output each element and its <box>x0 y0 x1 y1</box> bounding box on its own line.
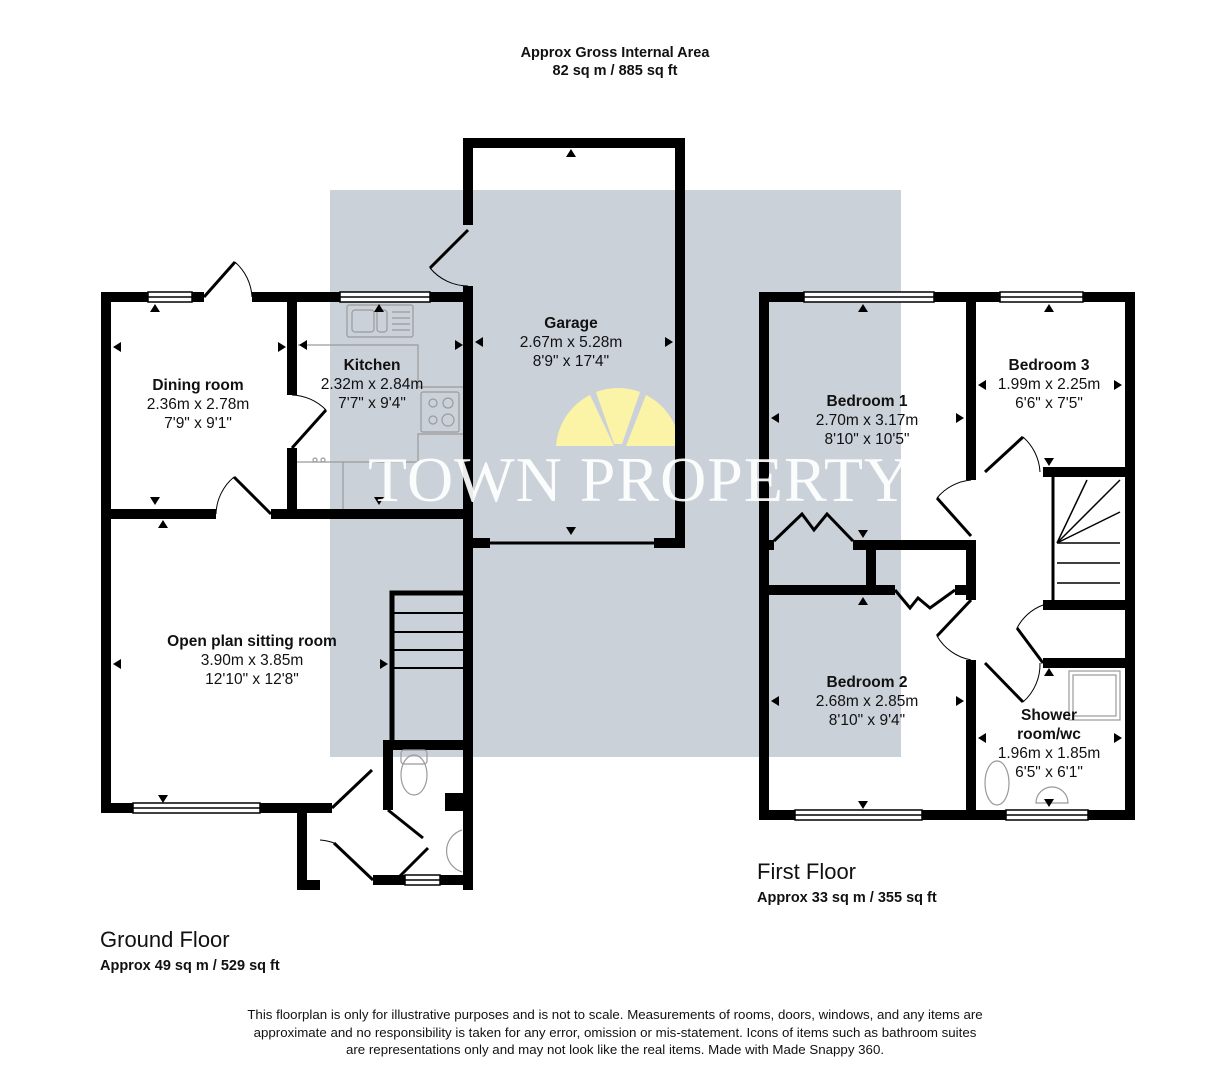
wc-window <box>404 874 441 886</box>
first-floor-label: First Floor <box>757 859 856 884</box>
room-bedroom-2: Bedroom 2 2.68m x 2.85m 8'10" x 9'4" <box>816 673 919 730</box>
disclaimer-line-2: approximate and no responsibility is tak… <box>253 1024 977 1040</box>
ground-floor-caption: Ground Floor Approx 49 sq m / 529 sq ft <box>100 927 280 975</box>
basin-icon-ff <box>1035 786 1069 804</box>
first-floor-inner-walls <box>764 297 1130 815</box>
watermark-box <box>330 190 901 757</box>
room-imperial: 6'5" x 6'1" <box>1015 764 1083 781</box>
room-metric: 2.70m x 3.17m <box>815 412 919 429</box>
room-garage: Garage 2.67m x 5.28m 8'9" x 17'4" <box>520 314 623 371</box>
garage-walls <box>463 138 685 890</box>
room-metric: 2.32m x 2.84m <box>320 376 424 393</box>
dining-kitchen-door <box>290 394 328 450</box>
room-imperial: 7'7" x 9'4" <box>338 395 406 412</box>
front-door <box>319 768 430 882</box>
first-floor-area: Approx 33 sq m / 355 sq ft <box>757 890 937 906</box>
room-name: Bedroom 2 <box>826 674 908 691</box>
sink-icon <box>346 304 414 338</box>
room-metric: 2.36m x 2.78m <box>146 396 250 413</box>
room-metric: 2.67m x 5.28m <box>519 334 623 351</box>
room-name: Bedroom 3 <box>1008 357 1090 374</box>
dining-external-door <box>202 261 253 298</box>
room-imperial: 8'10" x 10'5" <box>824 431 910 448</box>
room-name-line2: room/wc <box>1017 726 1081 743</box>
gross-internal-area: Approx Gross Internal Area 82 sq m / 885… <box>0 44 1230 80</box>
basin-icon <box>446 829 463 873</box>
dimension-arrows <box>113 149 1122 809</box>
disclaimer-line-3: are representations only and may not loo… <box>345 1042 885 1057</box>
fixtures <box>297 304 1121 873</box>
first-floor-doors <box>772 435 1045 704</box>
room-metric: 1.99m x 2.25m <box>997 376 1101 393</box>
first-floor-outer-walls <box>759 292 1135 820</box>
ground-floor-area: Approx 49 sq m / 529 sq ft <box>100 958 280 974</box>
room-imperial: 12'10" x 12'8" <box>205 671 299 688</box>
disclaimer-line-1: This floorplan is only for illustrative … <box>247 1007 983 1022</box>
first-floor-caption: First Floor Approx 33 sq m / 355 sq ft <box>757 859 937 907</box>
room-name: Open plan sitting room <box>167 633 337 650</box>
ground-floor-label: Ground Floor <box>100 927 230 952</box>
first-floor-stairs <box>1051 477 1121 603</box>
shower-tray-icon <box>1068 670 1121 721</box>
sunburst-logo-icon <box>556 387 680 446</box>
toilet-icon-ff <box>984 760 1010 806</box>
sitting-room-walls <box>101 514 320 890</box>
ground-wc-walls <box>373 740 473 885</box>
gross-area-title: Approx Gross Internal Area <box>520 45 710 61</box>
dining-sitting-door <box>215 475 273 516</box>
room-imperial: 8'9" x 17'4" <box>532 353 610 370</box>
room-kitchen: Kitchen 2.32m x 2.84m 7'7" x 9'4" <box>321 356 424 413</box>
sitting-window <box>132 802 261 814</box>
room-name: Garage <box>544 315 598 332</box>
disclaimer: This floorplan is only for illustrative … <box>215 1006 1015 1059</box>
room-metric: 3.90m x 3.85m <box>200 652 304 669</box>
room-bedroom-3: Bedroom 3 1.99m x 2.25m 6'6" x 7'5" <box>998 356 1101 413</box>
garage-side-door <box>428 228 470 287</box>
toilet-icon <box>400 754 428 796</box>
gross-area-value: 82 sq m / 885 sq ft <box>552 63 678 79</box>
first-floor-windows <box>794 291 1089 821</box>
room-bedroom-1: Bedroom 1 2.70m x 3.17m 8'10" x 10'5" <box>816 392 919 449</box>
room-imperial: 7'9" x 9'1" <box>164 415 232 432</box>
room-dining: Dining room 2.36m x 2.78m 7'9" x 9'1" <box>147 376 250 433</box>
room-name: Kitchen <box>343 357 401 374</box>
room-metric: 2.68m x 2.85m <box>815 693 919 710</box>
room-metric: 1.96m x 1.85m <box>997 745 1101 762</box>
room-shower: Shower room/wc 1.96m x 1.85m 6'5" x 6'1" <box>998 706 1101 782</box>
room-name-line1: Shower <box>1021 707 1077 724</box>
room-imperial: 8'10" x 9'4" <box>828 712 906 729</box>
hob-icon <box>420 391 460 433</box>
ground-stairs <box>389 590 463 740</box>
room-sitting: Open plan sitting room 3.90m x 3.85m 12'… <box>167 632 337 689</box>
room-imperial: 6'6" x 7'5" <box>1015 395 1083 412</box>
room-name: Dining room <box>152 377 244 394</box>
windows-ground-top <box>147 291 431 303</box>
room-name: Bedroom 1 <box>826 393 908 410</box>
town-property-watermark: TOWN PROPERTY <box>368 444 912 515</box>
